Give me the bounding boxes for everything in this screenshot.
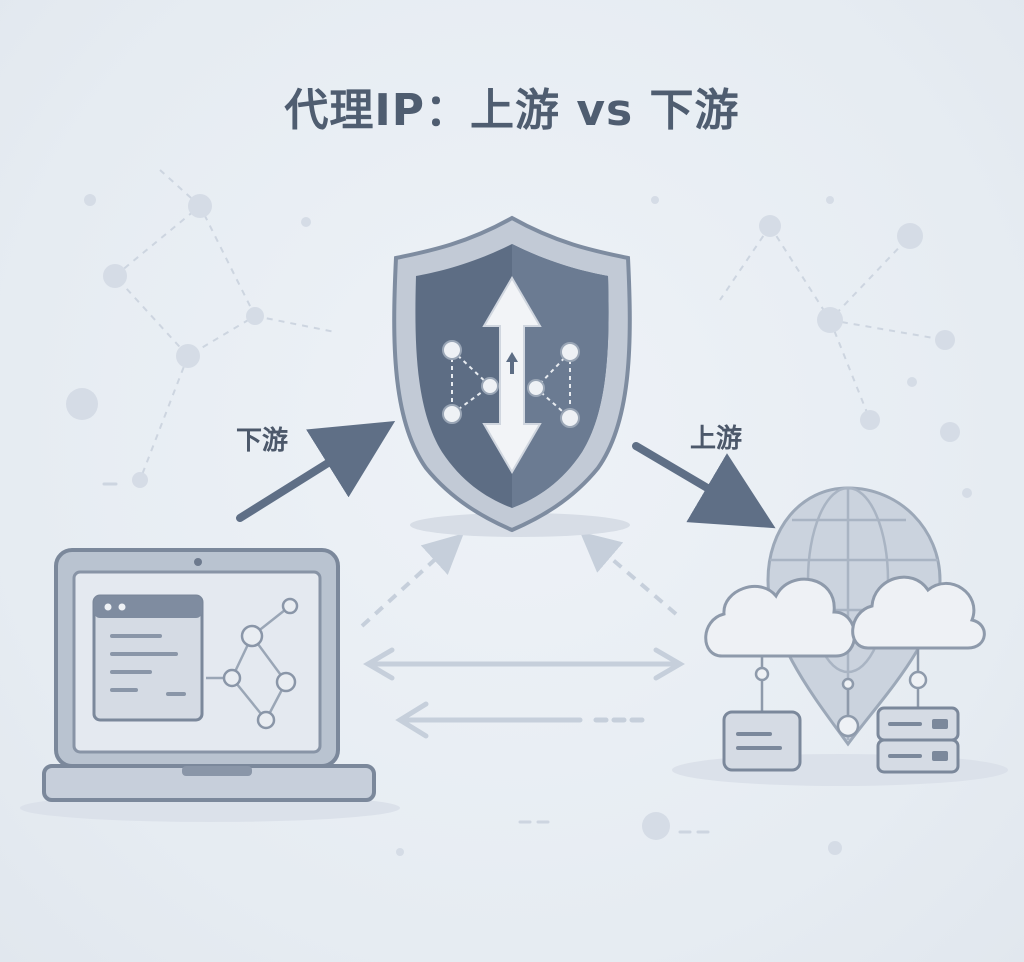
downstream-arrow <box>236 421 396 522</box>
upstream-arrow <box>632 442 776 529</box>
return-arrow-left <box>360 533 464 628</box>
return-arrow-right <box>579 531 678 616</box>
downstream-label: 下游 <box>236 426 289 456</box>
proxy-shield-icon <box>392 215 632 537</box>
return-arrow <box>395 701 651 739</box>
bidirectional-arrow <box>363 647 685 681</box>
laptop-icon <box>20 548 400 822</box>
upstream-label: 上游 <box>690 424 743 454</box>
internet-cloud-icon <box>672 486 1008 786</box>
decorative-dashes <box>102 482 710 834</box>
diagram-title: 代理IP：上游 vs 下游 <box>284 85 740 136</box>
background-nodes <box>66 194 972 856</box>
